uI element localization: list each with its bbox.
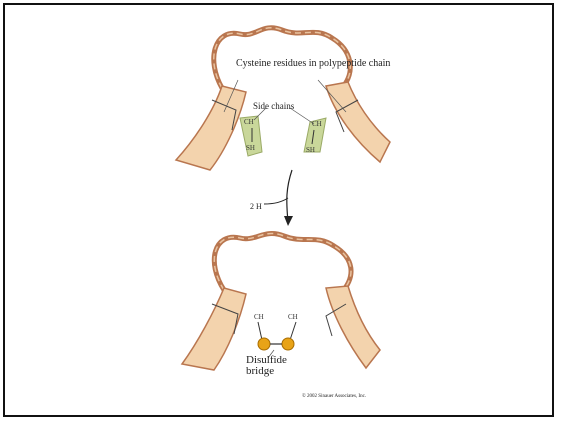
bottom-right-chain [326, 286, 380, 368]
bottom-ribbon-loop [214, 233, 351, 292]
top-left-chain [176, 86, 246, 170]
left-sulfur-atom [258, 338, 270, 350]
h-release-branch [264, 198, 288, 204]
bottom-left-ch2-label: CH [254, 313, 264, 321]
bottom-right-ch2-label: CH [288, 313, 298, 321]
right-ch2-s-bond [290, 322, 296, 340]
top-left-ch2-label: CH [244, 118, 254, 126]
top-panel [176, 28, 390, 170]
cysteine-residues-label: Cysteine residues in polypeptide chain [236, 58, 346, 69]
top-left-sh-label: SH [246, 144, 255, 152]
disulfide-bridge-label: Disulfide bridge [246, 355, 294, 377]
bottom-panel [182, 233, 380, 370]
bottom-left-chain [182, 288, 246, 370]
two-h-label: 2 H [250, 202, 262, 211]
arrow-head [284, 216, 293, 226]
reaction-arrow [264, 170, 293, 226]
copyright-notice: © 2002 Sinauer Associates, Inc. [302, 394, 366, 399]
top-right-sh-label: SH [306, 146, 315, 154]
side-chains-label: Side chains [253, 101, 294, 111]
right-sulfur-atom [282, 338, 294, 350]
arrow-shaft [287, 170, 292, 222]
top-right-chain [326, 82, 390, 162]
left-ch2-s-bond [258, 322, 262, 340]
top-right-ch2-label: CH [312, 120, 322, 128]
